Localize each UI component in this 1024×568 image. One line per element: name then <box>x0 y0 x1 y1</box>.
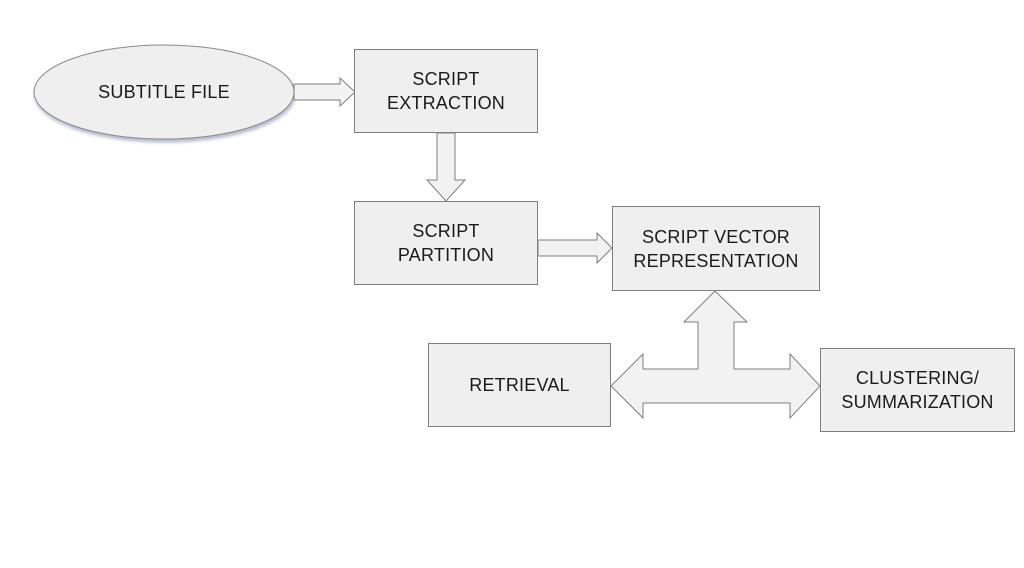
script-extraction-line-1: SCRIPT <box>412 69 480 89</box>
subtitle-file-node: SUBTITLE FILE <box>34 44 294 140</box>
script-vector-line-1: SCRIPT VECTOR <box>642 226 790 247</box>
retrieval-box: RETRIEVAL <box>428 343 611 427</box>
script-partition-line-2: PARTITION <box>397 245 495 265</box>
script-vector-line-2: REPRESENTATION <box>633 250 799 271</box>
script-extraction-box: SCRIPT EXTRACTION <box>354 49 538 133</box>
arrow-vector-retrieval-clustering <box>610 290 821 420</box>
script-partition-line-1: SCRIPT <box>412 221 480 241</box>
clustering-line-2: SUMMARIZATION <box>841 392 994 412</box>
script-vector-representation-box: SCRIPT VECTOR REPRESENTATION <box>612 206 820 291</box>
arrow-subtitle-to-extraction <box>293 76 356 108</box>
retrieval-label: RETRIEVAL <box>469 375 570 395</box>
script-partition-box: SCRIPT PARTITION <box>354 201 538 285</box>
subtitle-file-label: SUBTITLE FILE <box>98 81 230 102</box>
clustering-line-1: CLUSTERING/ <box>855 368 980 388</box>
arrow-extraction-to-partition <box>425 132 467 202</box>
script-extraction-line-2: EXTRACTION <box>386 93 505 113</box>
arrow-partition-to-vector <box>537 231 613 265</box>
clustering-summarization-box: CLUSTERING/ SUMMARIZATION <box>820 348 1015 432</box>
